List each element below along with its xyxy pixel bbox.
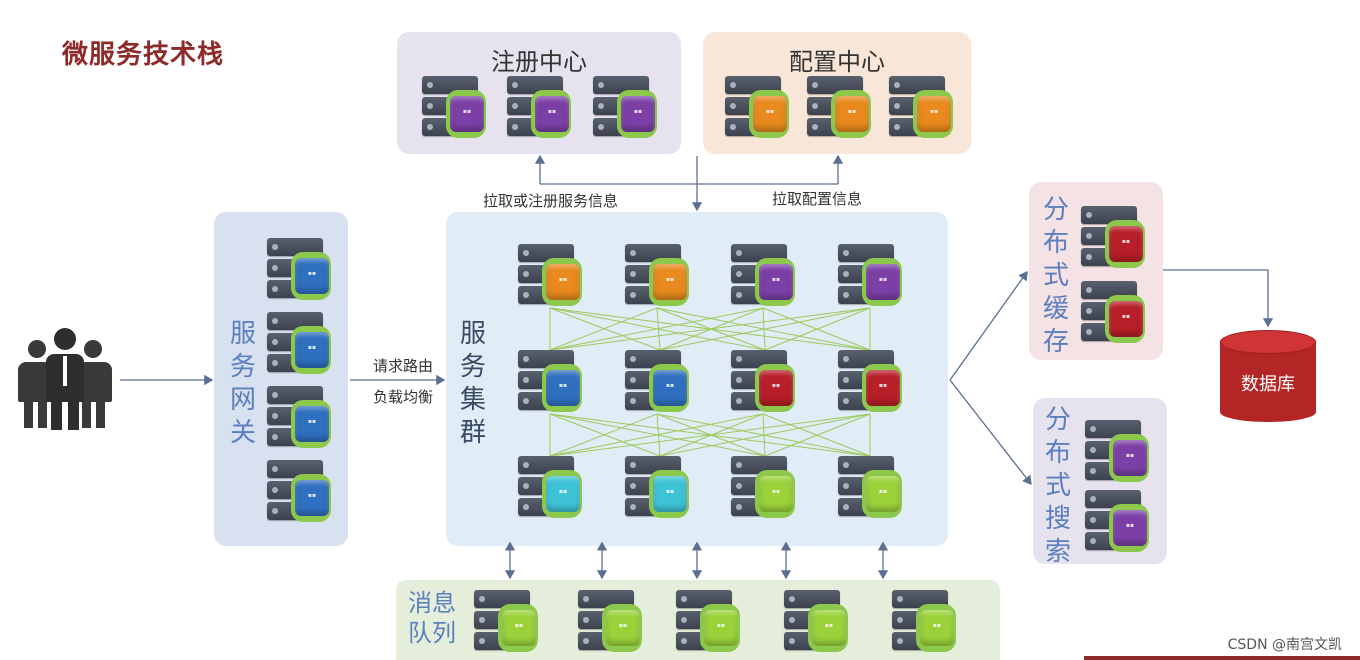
- edge-label-pull-config: 拉取配置信息: [772, 190, 863, 208]
- gateway-server-icon: [267, 238, 333, 302]
- cache-char: 式: [1042, 261, 1069, 291]
- gateway-char: 务: [229, 352, 256, 382]
- cluster-char: 服: [459, 319, 486, 349]
- search-server-icon: [1085, 420, 1151, 484]
- search-label: 分 布 式 搜 索: [1043, 404, 1073, 569]
- search-char: 分: [1044, 405, 1071, 435]
- watermark: CSDN @南宫文凯: [1227, 637, 1342, 653]
- gateway-server-icon: [267, 386, 333, 450]
- registry-server-icon: [593, 76, 659, 140]
- config-server-icon: [889, 76, 955, 140]
- cluster-server-icon: [625, 456, 691, 520]
- edge-label-balance: 负载均衡: [373, 388, 434, 406]
- cluster-server-icon: [625, 350, 691, 414]
- gateway-char: 网: [229, 385, 256, 415]
- mq-server-icon: [784, 590, 850, 654]
- config-center-title: 配置中心: [789, 48, 885, 76]
- cluster-server-icon: [625, 244, 691, 308]
- search-char: 布: [1044, 438, 1071, 468]
- mq-server-icon: [474, 590, 540, 654]
- cluster-server-icon: [731, 456, 797, 520]
- mq-server-icon: [578, 590, 644, 654]
- cache-char: 缓: [1042, 294, 1069, 324]
- cache-server-icon: [1081, 206, 1147, 270]
- cache-char: 存: [1042, 327, 1069, 357]
- search-char: 索: [1044, 537, 1071, 567]
- cluster-char: 务: [459, 352, 486, 382]
- gateway-char: 服: [229, 319, 256, 349]
- edge-label-pull-register: 拉取或注册服务信息: [483, 192, 619, 210]
- gateway-server-icon: [267, 460, 333, 524]
- cluster-server-icon: [731, 244, 797, 308]
- cluster-server-icon: [731, 350, 797, 414]
- config-server-icon: [725, 76, 791, 140]
- search-char: 式: [1044, 471, 1071, 501]
- registry-server-icon: [507, 76, 573, 140]
- bottom-accent-bar: [1084, 656, 1360, 660]
- gateway-char: 关: [229, 418, 256, 448]
- gateway-server-icon: [267, 312, 333, 376]
- page-title: 微服务技术栈: [62, 40, 225, 70]
- config-server-icon: [807, 76, 873, 140]
- cache-label: 分 布 式 缓 存: [1041, 194, 1071, 359]
- cluster-server-icon: [838, 244, 904, 308]
- cluster-label: 服 务 集 群: [458, 318, 488, 450]
- search-char: 搜: [1044, 504, 1071, 534]
- registry-server-icon: [422, 76, 488, 140]
- cluster-server-icon: [518, 456, 584, 520]
- users-icon: [14, 326, 116, 430]
- cache-char: 布: [1042, 228, 1069, 258]
- database-cylinder: 数据库: [1220, 330, 1316, 426]
- database-label: 数据库: [1241, 374, 1295, 395]
- mq-label-line1: 消息: [408, 589, 456, 617]
- mq-server-icon: [676, 590, 742, 654]
- mq-server-icon: [892, 590, 958, 654]
- edge-label-route: 请求路由: [373, 357, 434, 375]
- registry-center-title: 注册中心: [491, 48, 587, 76]
- mq-label-line2: 队列: [408, 619, 456, 647]
- cluster-server-icon: [838, 456, 904, 520]
- cache-char: 分: [1042, 195, 1069, 225]
- search-server-icon: [1085, 490, 1151, 554]
- mq-label: 消息 队列: [408, 588, 456, 648]
- cluster-char: 集: [459, 385, 486, 415]
- cache-server-icon: [1081, 281, 1147, 345]
- gateway-label: 服 务 网 关: [228, 318, 258, 450]
- cluster-server-icon: [518, 244, 584, 308]
- cluster-char: 群: [459, 418, 486, 448]
- cluster-server-icon: [518, 350, 584, 414]
- cluster-server-icon: [838, 350, 904, 414]
